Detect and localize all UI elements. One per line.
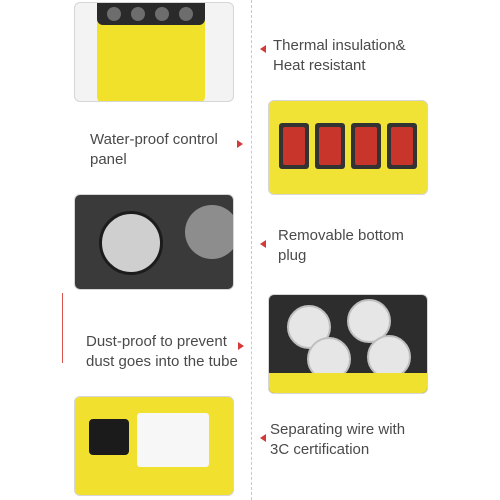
tube-hole: [179, 7, 193, 21]
machine-body: [97, 3, 205, 101]
power-socket: [89, 419, 129, 455]
pointer-arrow: [260, 45, 266, 53]
red-marker-line: [62, 293, 63, 363]
caption-separating: Separating wire with 3C certification: [270, 420, 405, 460]
rocker-switch: [279, 123, 309, 169]
caption-removable: Removable bottom plug: [278, 226, 404, 266]
caption-line: Dust-proof to prevent: [86, 333, 227, 350]
panel-control-switches: [268, 100, 428, 195]
caption-line: plug: [278, 247, 307, 264]
panel-dust-caps: [268, 294, 428, 394]
machine-top-plate: [97, 3, 205, 25]
rocker-switch: [387, 123, 417, 169]
panel-bottom-plug: [74, 194, 234, 290]
plug-knob-secondary: [185, 205, 233, 259]
caption-line: 3C certification: [270, 441, 370, 458]
pointer-arrow: [260, 240, 266, 248]
caption-waterproof: Water-proof control panel: [90, 130, 218, 170]
caption-line: panel: [90, 151, 127, 168]
caption-line: Removable bottom: [278, 227, 404, 244]
caption-line: Heat resistant: [273, 57, 366, 74]
dust-cap: [287, 305, 331, 349]
caption-thermal: Thermal insulation& Heat resistant: [273, 36, 406, 76]
tube-hole: [107, 7, 121, 21]
caption-dustproof: Dust-proof to prevent dust goes into the…: [86, 332, 238, 372]
rocker-switch: [315, 123, 345, 169]
pointer-arrow: [238, 342, 244, 350]
dashed-divider: [251, 0, 252, 500]
dust-cap: [367, 335, 411, 379]
caption-line: Separating wire with: [270, 421, 406, 438]
caption-line: dust goes into the tube: [86, 353, 238, 370]
tube-hole: [155, 7, 169, 21]
plug-knob: [99, 211, 163, 275]
rocker-switch: [351, 123, 381, 169]
tube-hole: [131, 7, 145, 21]
machine-base: [269, 373, 427, 393]
dust-cap: [347, 299, 391, 343]
rating-label: [137, 413, 209, 467]
pointer-arrow: [237, 140, 243, 148]
caption-line: Thermal insulation&: [273, 37, 406, 54]
panel-top-view: [74, 2, 234, 102]
panel-power-socket: [74, 396, 234, 496]
pointer-arrow: [260, 434, 266, 442]
caption-line: Water-proof control: [90, 131, 218, 148]
